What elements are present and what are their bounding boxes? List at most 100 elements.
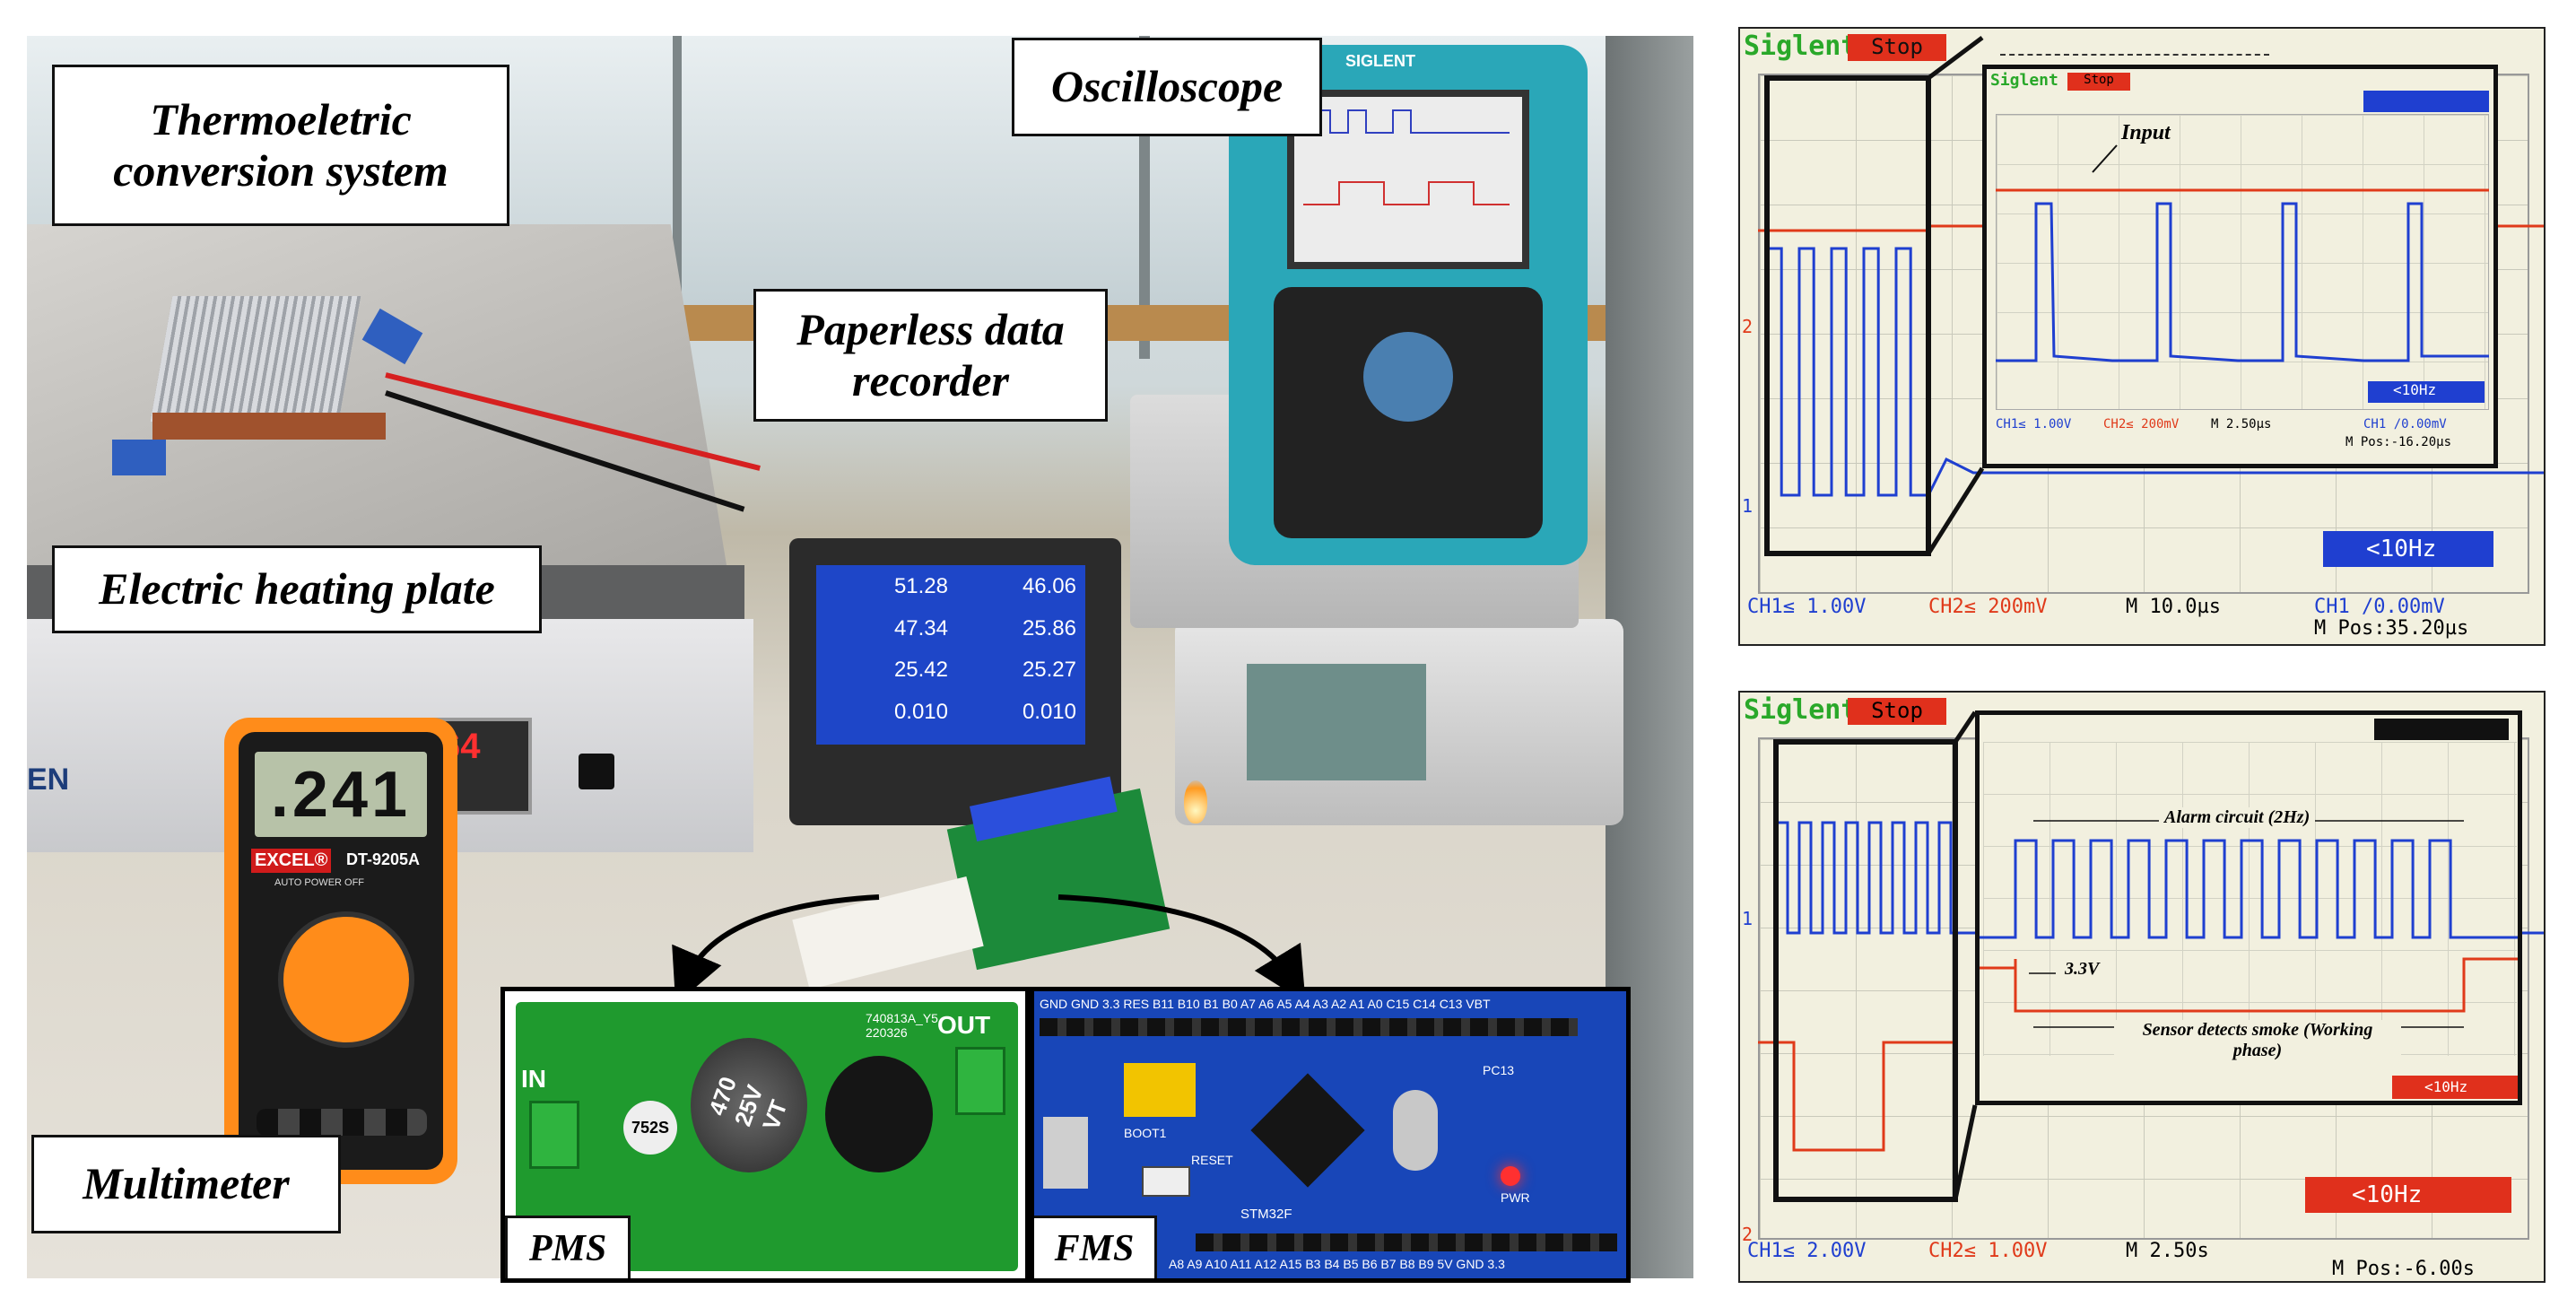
multimeter-dial bbox=[278, 911, 414, 1048]
recorder-value: 0.010 bbox=[893, 699, 948, 724]
fms-pc13-label: PC13 bbox=[1483, 1063, 1515, 1077]
fms-reset-label: RESET bbox=[1191, 1153, 1233, 1167]
heater-switch bbox=[579, 754, 614, 789]
scope-top-freq: <10Hz bbox=[2323, 531, 2493, 567]
multimeter-brand: EXCEL® bbox=[251, 849, 332, 873]
scope-device-waves bbox=[1303, 109, 1510, 205]
scope-bottom-inset-bar bbox=[2374, 719, 2509, 740]
scope-top-screen: Siglent Stop 2 1 Siglent Stop Input <10H… bbox=[1738, 27, 2546, 646]
scope-top-inset-freq: <10Hz bbox=[2368, 381, 2485, 403]
multimeter-device: .241 EXCEL® DT-9205A AUTO POWER OFF bbox=[224, 718, 457, 1184]
scope-top-inset-trig: CH1 /0.00mV bbox=[2363, 417, 2447, 431]
recorder-value: 46.06 bbox=[1022, 574, 1076, 598]
recorder-value: 0.010 bbox=[1022, 699, 1076, 724]
scope-device-dpad bbox=[1363, 332, 1453, 422]
recorder-value: 47.34 bbox=[893, 615, 948, 641]
fms-inset: GND GND 3.3 RES B11 B10 B1 B0 A7 A6 A5 A… bbox=[1030, 987, 1631, 1283]
label-fms: FMS bbox=[1034, 1216, 1157, 1278]
fms-crystal bbox=[1393, 1090, 1438, 1171]
pms-terminal-in bbox=[529, 1101, 579, 1169]
window-frame bbox=[673, 36, 682, 332]
fms-boot-label: BOOT1 bbox=[1124, 1126, 1167, 1140]
scope-bottom-brand: Siglent bbox=[1744, 694, 1858, 726]
pointer-arrows bbox=[672, 894, 1306, 1005]
scope-bottom-time: M 2.50s bbox=[2126, 1240, 2209, 1262]
label-recorder: Paperless data recorder bbox=[753, 289, 1108, 422]
scope-bottom-inset-freq: <10Hz bbox=[2392, 1076, 2518, 1099]
fms-pin-header-bottom bbox=[1196, 1233, 1617, 1251]
pms-board-id: 740813A_Y5 220326 bbox=[866, 1011, 938, 1040]
scope-top-timebar bbox=[2000, 38, 2269, 56]
scope-top-inset-label: Input bbox=[2121, 121, 2171, 144]
scope-top-time: M 10.0µs bbox=[2126, 596, 2221, 618]
pms-terminal-out bbox=[955, 1047, 1005, 1115]
candle-flame bbox=[1184, 780, 1207, 824]
label-heating-plate: Electric heating plate bbox=[52, 545, 542, 633]
scope-bottom-marker-2: 2 bbox=[1742, 1224, 1754, 1245]
scope-top-inset-ch2: CH2≤ 200mV bbox=[2103, 417, 2180, 431]
recorder-screen: 51.28 46.06 47.34 25.86 25.42 25.27 0.01… bbox=[816, 565, 1085, 745]
recorder-value: 51.28 bbox=[893, 574, 948, 598]
label-thermo-system: Thermoeletric conversion system bbox=[52, 65, 509, 226]
scope-bottom-screen: Siglent Stop 1 2 Alarm circuit (2Hz) 3.3… bbox=[1738, 691, 2546, 1283]
thermo-board bbox=[152, 413, 386, 440]
scope-top-inset-state: Stop bbox=[2067, 73, 2130, 91]
scope-bottom-waveforms bbox=[1758, 710, 2544, 1202]
heating-plate-top bbox=[27, 224, 727, 565]
pms-inset: 470 25V VT 752S 740813A_Y5 220326 IN OUT… bbox=[500, 987, 1030, 1283]
scope-top-inset-bar bbox=[2363, 91, 2489, 112]
scope-top-ch1: CH1≤ 1.00V bbox=[1747, 596, 1867, 618]
scope-top-inset-time: M 2.50µs bbox=[2211, 417, 2272, 431]
scope-top-mpos: M Pos:35.20µs bbox=[2314, 617, 2469, 640]
scope-device-brand: SIGLENT bbox=[1345, 52, 1416, 70]
recorder-value: 25.27 bbox=[1022, 658, 1076, 682]
scope-top-inset-ch1: CH1≤ 1.00V bbox=[1996, 417, 2072, 431]
heater-brand: EN bbox=[27, 763, 70, 797]
fms-reset-button bbox=[1142, 1166, 1190, 1197]
scope-top-inset: Siglent Stop Input <10Hz CH1≤ 1.00V CH2≤… bbox=[1982, 65, 2498, 468]
scope-top-marker-1: 1 bbox=[1742, 495, 1754, 517]
scope-top-state: Stop bbox=[1848, 34, 1946, 61]
scope-top-trig: CH1 /0.00mV bbox=[2314, 596, 2445, 618]
pms-in-label: IN bbox=[521, 1065, 546, 1093]
pms-out-label: OUT bbox=[937, 1011, 991, 1039]
label-pms: PMS bbox=[505, 1216, 631, 1278]
lab-photo: EN 64 51.28 46.06 47.34 25.86 25.42 25.2… bbox=[27, 36, 1693, 1278]
blue-tape bbox=[112, 440, 166, 475]
probe-jacks bbox=[257, 1109, 427, 1136]
label-multimeter: Multimeter bbox=[31, 1135, 341, 1233]
signal-generator bbox=[1175, 619, 1623, 825]
pms-capacitor-large: 470 25V VT bbox=[691, 1038, 807, 1172]
multimeter-reading: .241 bbox=[270, 758, 412, 831]
pms-cap-text: 470 25V VT bbox=[702, 1072, 793, 1134]
recorder-value: 25.42 bbox=[893, 658, 948, 682]
scope-bottom-ch1: CH1≤ 2.00V bbox=[1747, 1240, 1867, 1262]
pms-inductor bbox=[825, 1056, 933, 1172]
scope-bottom-inset: Alarm circuit (2Hz) 3.3V Sensor detects … bbox=[1975, 710, 2522, 1105]
scope-bottom-marker-1: 1 bbox=[1742, 908, 1754, 929]
scope-bottom-mpos: M Pos:-6.00s bbox=[2332, 1258, 2475, 1280]
scope-bottom-freq: <10Hz bbox=[2305, 1177, 2511, 1213]
multimeter-lcd: .241 bbox=[255, 752, 427, 837]
fms-bottom-pins: A8 A9 A10 A11 A12 A15 B3 B4 B5 B6 B7 B8 … bbox=[1169, 1257, 1505, 1271]
fms-chip-label: STM32F bbox=[1240, 1207, 1292, 1222]
scope-device-screen bbox=[1287, 90, 1529, 269]
multimeter-model: DT-9205A bbox=[346, 850, 421, 868]
generator-screen bbox=[1247, 664, 1426, 780]
fms-pin-header-top bbox=[1040, 1018, 1578, 1036]
scope-bottom-alarm-label: Alarm circuit (2Hz) bbox=[2159, 807, 2316, 828]
scope-bottom-voltage-label: 3.3V bbox=[2065, 959, 2100, 979]
pms-chip-text: 752S bbox=[631, 1118, 670, 1137]
scope-top-inset-mpos: M Pos:-16.20µs bbox=[2345, 435, 2452, 449]
fms-mcu bbox=[1250, 1073, 1365, 1188]
label-oscilloscope: Oscilloscope bbox=[1012, 38, 1322, 136]
scope-top-marker-2: 2 bbox=[1742, 316, 1754, 337]
fms-jumper bbox=[1124, 1063, 1196, 1117]
scope-top-inset-brand: Siglent bbox=[1990, 71, 2058, 90]
pms-chip: 752S bbox=[623, 1101, 677, 1155]
scope-top-inset-waveforms bbox=[1996, 144, 2489, 362]
recorder-device: 51.28 46.06 47.34 25.86 25.42 25.27 0.01… bbox=[789, 538, 1121, 825]
recorder-value: 25.86 bbox=[1022, 615, 1076, 641]
handheld-oscilloscope: SIGLENT bbox=[1229, 45, 1588, 565]
scope-top-waveforms bbox=[1758, 36, 2544, 556]
